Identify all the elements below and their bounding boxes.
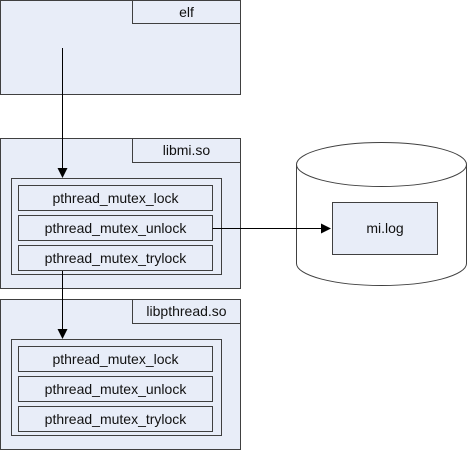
libpthread-function-box (18, 406, 213, 432)
libmi-function-label: pthread_mutex_trylock (45, 250, 188, 266)
libpthread-function-label: pthread_mutex_trylock (45, 411, 188, 427)
elf-label: elf (179, 4, 194, 20)
libmi-module: libmi.so pthread_mutex_lock pthread_mute… (0, 138, 241, 289)
elf-label-box (132, 0, 241, 24)
libmi-function-box (18, 245, 213, 271)
libpthread-label-box (132, 299, 241, 324)
libmi-function-label: pthread_mutex_lock (52, 190, 179, 206)
libmi-label: libmi.so (163, 142, 211, 158)
libmi-function-box (18, 215, 213, 241)
libpthread-module: libpthread.so pthread_mutex_lock pthread… (0, 299, 241, 450)
mi-log-label: mi.log (366, 220, 403, 236)
storage-cylinder: mi.log (296, 142, 467, 286)
libpthread-function-box (18, 346, 213, 372)
libpthread-function-label: pthread_mutex_unlock (45, 381, 188, 397)
libpthread-label: libpthread.so (146, 303, 226, 319)
libmi-function-box (18, 185, 213, 211)
libmi-function-label: pthread_mutex_unlock (45, 220, 188, 236)
libpthread-function-label: pthread_mutex_lock (52, 351, 179, 367)
libmi-label-box (132, 138, 241, 163)
elf-module: elf (0, 0, 241, 95)
mi-log-box (332, 202, 438, 255)
libpthread-function-box (18, 376, 213, 402)
cylinder-top (296, 142, 467, 187)
